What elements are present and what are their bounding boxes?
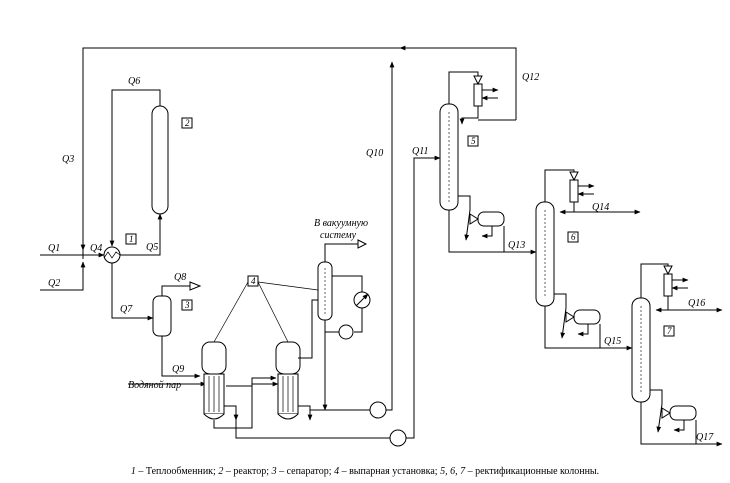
label-q16: Q16 [688, 298, 705, 309]
label-steam: Водяной пар [128, 380, 181, 391]
figure-caption: 1 – Теплообменник; 2 – реактор; 3 – сепа… [131, 466, 599, 477]
label-q5: Q5 [146, 242, 158, 253]
label-q17: Q17 [696, 432, 714, 443]
column-7 [631, 263, 723, 447]
caption-t3: – сепаратор; [277, 466, 335, 477]
column-6 [535, 169, 641, 351]
caption-n4: 4 [334, 466, 339, 477]
number-2: 2 [185, 118, 190, 128]
caption-t5: – ректификационные колонны. [465, 466, 599, 477]
caption-t1: – Теплообменник; [136, 466, 218, 477]
label-q9: Q9 [172, 364, 184, 375]
label-q12: Q12 [522, 72, 539, 83]
number-7: 7 [667, 326, 672, 336]
label-q3: Q3 [62, 154, 74, 165]
caption-n2: 2 [218, 466, 223, 477]
label-q13: Q13 [508, 240, 525, 251]
label-q7: Q7 [120, 304, 133, 315]
label-q6: Q6 [128, 76, 140, 87]
caption-n3: 3 [271, 466, 277, 477]
separator-3 [152, 281, 202, 337]
number-4: 4 [251, 276, 256, 286]
line-q6 [109, 89, 161, 247]
caption-t4: – выпарная установка; [339, 466, 440, 477]
label-vacuum-line2: систему [320, 230, 357, 241]
line-q9 [161, 336, 201, 379]
label-q2: Q2 [48, 278, 60, 289]
recycle-line-q3 [80, 45, 517, 259]
line-q7 [111, 263, 154, 321]
label-q14: Q14 [592, 202, 609, 213]
label-q15: Q15 [604, 336, 621, 347]
label-q1: Q1 [48, 243, 60, 254]
label-q11: Q11 [412, 146, 428, 157]
number-3: 3 [184, 300, 190, 310]
label-q10: Q10 [366, 148, 383, 159]
caption-t2: – реактор; [223, 466, 271, 477]
line-q10 [310, 61, 395, 419]
evaporator-unit-4 [201, 275, 319, 429]
number-6: 6 [571, 232, 576, 242]
number-1: 1 [129, 234, 134, 244]
caption-n1: 1 [131, 466, 136, 477]
feed-lines-q1-q2 [40, 252, 105, 291]
label-q4: Q4 [90, 243, 102, 254]
number-5: 5 [471, 136, 476, 146]
vacuum-condenser [298, 239, 371, 411]
label-q8: Q8 [174, 272, 186, 283]
column-5 [439, 71, 537, 255]
caption-n567: 5, 6, 7 [440, 466, 466, 477]
heat-exchanger-1 [103, 233, 137, 264]
reactor-2 [151, 105, 193, 215]
label-vacuum-line1: В вакуумную [314, 218, 368, 229]
line-q11 [235, 155, 441, 447]
line-q5 [120, 213, 163, 256]
